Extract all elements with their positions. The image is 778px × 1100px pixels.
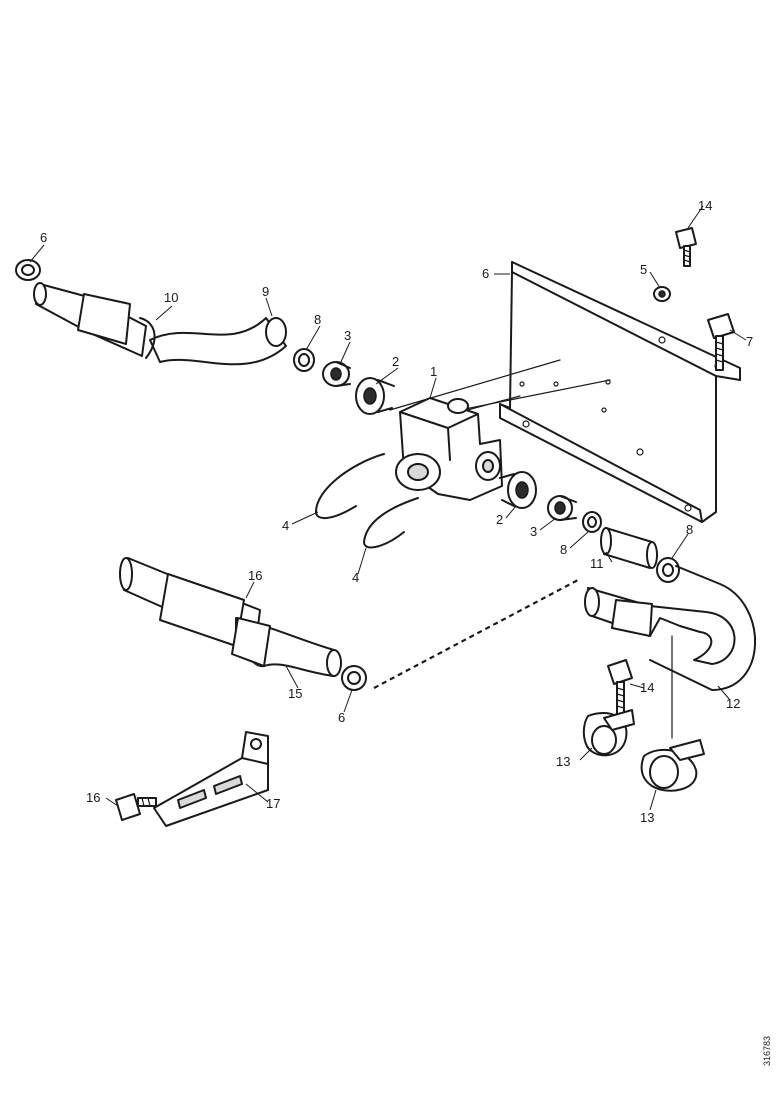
hose-clamp-part-8-far-right xyxy=(656,557,680,583)
coupling-part-2-right xyxy=(499,471,537,509)
callout-6-bottom: 6 xyxy=(338,710,345,725)
hose-clamp-part-8-right xyxy=(582,511,602,533)
callout-7: 7 xyxy=(746,334,753,349)
callout-8-left: 8 xyxy=(314,312,321,327)
callout-3-right: 3 xyxy=(530,524,537,539)
callout-10: 10 xyxy=(164,290,178,305)
callout-3-left: 3 xyxy=(344,328,351,343)
drawing-reference-number: 316783 xyxy=(762,1036,772,1066)
hose-part-16 xyxy=(119,557,261,647)
hose-part-12 xyxy=(584,565,756,739)
callout-14-bottom: 14 xyxy=(640,680,654,695)
callout-11: 11 xyxy=(590,556,604,571)
callout-16-bottom: 16 xyxy=(86,790,100,805)
callout-9: 9 xyxy=(262,284,269,299)
hose-part-11 xyxy=(600,527,658,569)
callout-14-top: 14 xyxy=(698,198,712,213)
hose-clamp-part-6-top-left xyxy=(15,259,41,281)
p-clamp-part-13-left xyxy=(582,709,635,757)
callout-5: 5 xyxy=(640,262,647,277)
routing-dashed-line xyxy=(373,579,579,689)
union-part-3-right xyxy=(547,495,577,521)
spring-clip-part-4-left xyxy=(315,453,385,519)
callout-4-left: 4 xyxy=(282,518,289,533)
callout-8-far-right: 8 xyxy=(686,522,693,537)
coupling-part-2-left xyxy=(355,377,395,415)
callout-8-right: 8 xyxy=(560,542,567,557)
hose-clamp-part-8-left xyxy=(293,348,315,372)
callout-17: 17 xyxy=(266,796,280,811)
p-clamp-part-13-right xyxy=(640,739,705,792)
screw-part-14-bottom xyxy=(607,659,633,717)
hose-part-9 xyxy=(149,317,287,366)
screw-part-14-top xyxy=(675,227,697,267)
callout-6-top-left: 6 xyxy=(40,230,47,245)
callout-15: 15 xyxy=(288,686,302,701)
nut-part-5 xyxy=(653,286,671,302)
hose-part-15 xyxy=(231,617,342,677)
leader-lines xyxy=(29,205,747,811)
callout-2-left: 2 xyxy=(392,354,399,369)
spring-clip-part-4-right xyxy=(363,497,419,549)
callout-16-top: 16 xyxy=(248,568,262,583)
callout-13-right: 13 xyxy=(640,810,654,825)
callout-4-right: 4 xyxy=(352,570,359,585)
callout-6-bracket: 6 xyxy=(482,266,489,281)
callout-12: 12 xyxy=(726,696,740,711)
valve-body xyxy=(395,397,503,501)
hose-part-10 xyxy=(33,282,156,359)
mounting-bracket xyxy=(499,261,741,523)
union-part-3-left xyxy=(322,361,351,387)
hose-clamp-part-6-bottom xyxy=(341,665,367,691)
callout-labels: 6 10 9 8 3 2 1 6 5 14 7 4 4 2 3 8 11 8 1… xyxy=(40,198,753,825)
bracket-part-17 xyxy=(153,731,269,827)
callout-2-right: 2 xyxy=(496,512,503,527)
callout-1: 1 xyxy=(430,364,437,379)
callout-13-left: 13 xyxy=(556,754,570,769)
bolt-part-16 xyxy=(115,793,157,821)
